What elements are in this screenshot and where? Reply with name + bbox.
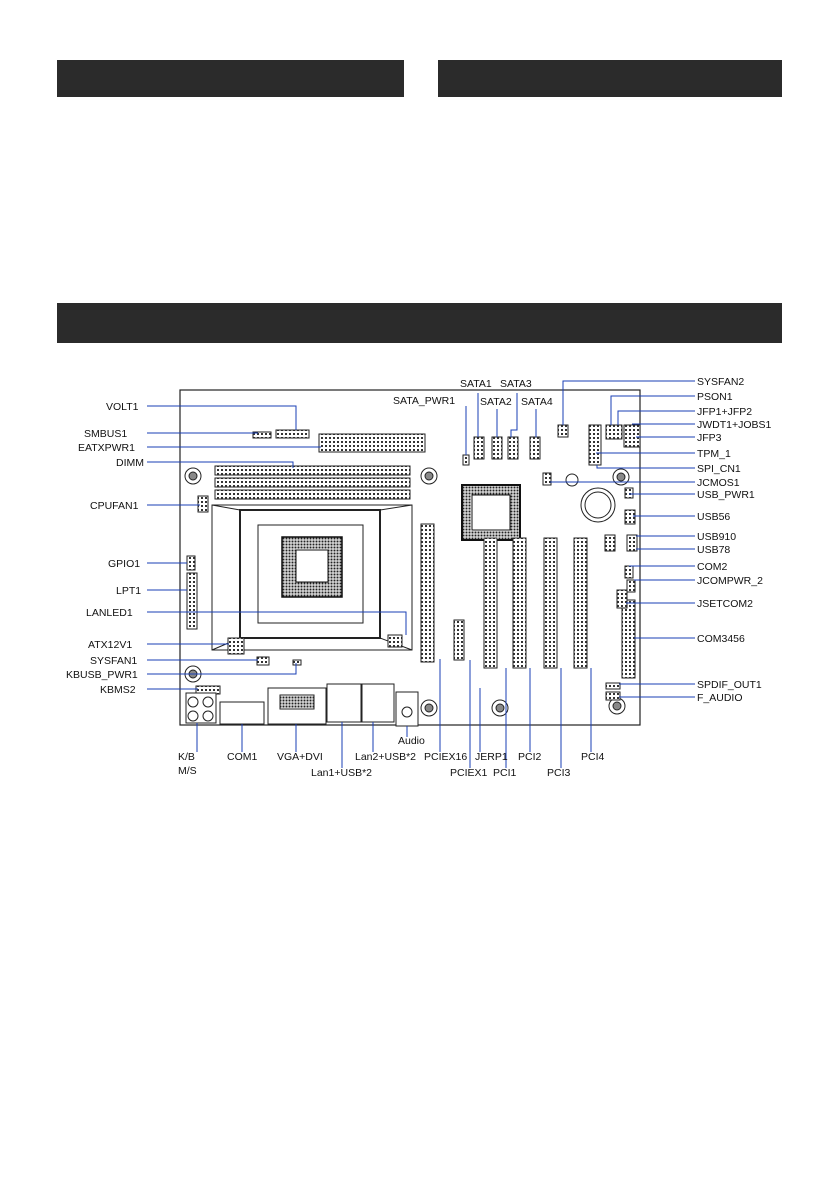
mounting-holes bbox=[184, 467, 630, 717]
label-smbus1: SMBUS1 bbox=[84, 428, 127, 440]
label-com1: COM1 bbox=[227, 751, 257, 763]
label-cpufan1: CPUFAN1 bbox=[90, 500, 139, 512]
left-headers bbox=[186, 495, 403, 695]
com3456-header bbox=[621, 599, 636, 679]
label-com3456: COM3456 bbox=[697, 633, 745, 645]
label-gpio1: GPIO1 bbox=[108, 558, 140, 570]
label-pci3: PCI3 bbox=[547, 767, 571, 779]
battery bbox=[565, 473, 616, 523]
component-labels: VOLT1 SMBUS1 EATXPWR1 DIMM CPUFAN1 GPIO1… bbox=[66, 376, 772, 779]
label-lpt1: LPT1 bbox=[116, 585, 141, 597]
label-jwdt1-jobs1: JWDT1+JOBS1 bbox=[697, 419, 772, 431]
label-jfp1-jfp2: JFP1+JFP2 bbox=[697, 406, 752, 418]
label-pciex1: PCIEX1 bbox=[450, 767, 488, 779]
label-usb910: USB910 bbox=[697, 531, 736, 543]
cpu-socket bbox=[211, 504, 413, 651]
label-usb56: USB56 bbox=[697, 511, 730, 523]
label-lan2-usb2: Lan2+USB*2 bbox=[355, 751, 416, 763]
label-pci2: PCI2 bbox=[518, 751, 542, 763]
label-kbusb-pwr1: KBUSB_PWR1 bbox=[66, 669, 138, 681]
right-headers bbox=[604, 487, 638, 701]
label-kbms2: KBMS2 bbox=[100, 684, 136, 696]
label-usb-pwr1: USB_PWR1 bbox=[697, 489, 755, 501]
label-usb78: USB78 bbox=[697, 544, 730, 556]
label-sysfan1: SYSFAN1 bbox=[90, 655, 137, 667]
leader-lines bbox=[147, 380, 695, 768]
header-bar-left bbox=[57, 60, 404, 97]
header-bar-right bbox=[438, 60, 782, 97]
label-jsetcom2: JSETCOM2 bbox=[697, 598, 753, 610]
label-lanled1: LANLED1 bbox=[86, 607, 133, 619]
label-lan1-usb2: Lan1+USB*2 bbox=[311, 767, 372, 779]
label-sysfan2: SYSFAN2 bbox=[697, 376, 744, 388]
label-pciex16: PCIEX16 bbox=[424, 751, 467, 763]
chipset bbox=[461, 484, 521, 541]
label-atx12v1: ATX12V1 bbox=[88, 639, 132, 651]
label-vga-dvi: VGA+DVI bbox=[277, 751, 323, 763]
label-spdif-out1: SPDIF_OUT1 bbox=[697, 679, 762, 691]
label-sata4: SATA4 bbox=[521, 396, 553, 408]
label-jcmos1: JCMOS1 bbox=[697, 477, 740, 489]
label-eatxpwr1: EATXPWR1 bbox=[78, 442, 135, 454]
label-tpm-1: TPM_1 bbox=[697, 448, 731, 460]
label-pci4: PCI4 bbox=[581, 751, 605, 763]
rear-io bbox=[185, 683, 419, 727]
label-sata-pwr1: SATA_PWR1 bbox=[393, 395, 455, 407]
label-f-audio: F_AUDIO bbox=[697, 692, 743, 704]
label-dimm: DIMM bbox=[116, 457, 144, 469]
label-volt1: VOLT1 bbox=[106, 401, 139, 413]
label-audio: Audio bbox=[398, 735, 425, 747]
label-pci1: PCI1 bbox=[493, 767, 517, 779]
top-connectors bbox=[252, 424, 641, 486]
header-bar-full bbox=[57, 303, 782, 343]
expansion-slots bbox=[420, 523, 588, 669]
label-jerp1: JERP1 bbox=[475, 751, 508, 763]
label-sata2: SATA2 bbox=[480, 396, 512, 408]
label-kb: K/B bbox=[178, 751, 195, 763]
label-pson1: PSON1 bbox=[697, 391, 733, 403]
label-com2: COM2 bbox=[697, 561, 727, 573]
label-spi-cn1: SPI_CN1 bbox=[697, 463, 741, 475]
label-jcompwr-2: JCOMPWR_2 bbox=[697, 575, 763, 587]
label-ms: M/S bbox=[178, 765, 197, 777]
label-sata3: SATA3 bbox=[500, 378, 532, 390]
dimm-slots bbox=[214, 465, 411, 500]
label-sata1: SATA1 bbox=[460, 378, 492, 390]
label-jfp3: JFP3 bbox=[697, 432, 722, 444]
